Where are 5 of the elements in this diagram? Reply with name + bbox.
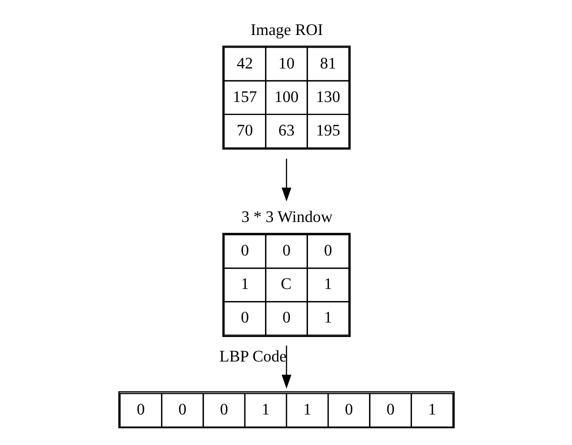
node-label: 3 * 3 Window bbox=[240, 209, 332, 226]
arrow bbox=[281, 346, 291, 389]
node-label: Image ROI bbox=[250, 22, 322, 39]
arrow bbox=[281, 158, 291, 202]
edge-label: LBP Code bbox=[218, 348, 286, 366]
